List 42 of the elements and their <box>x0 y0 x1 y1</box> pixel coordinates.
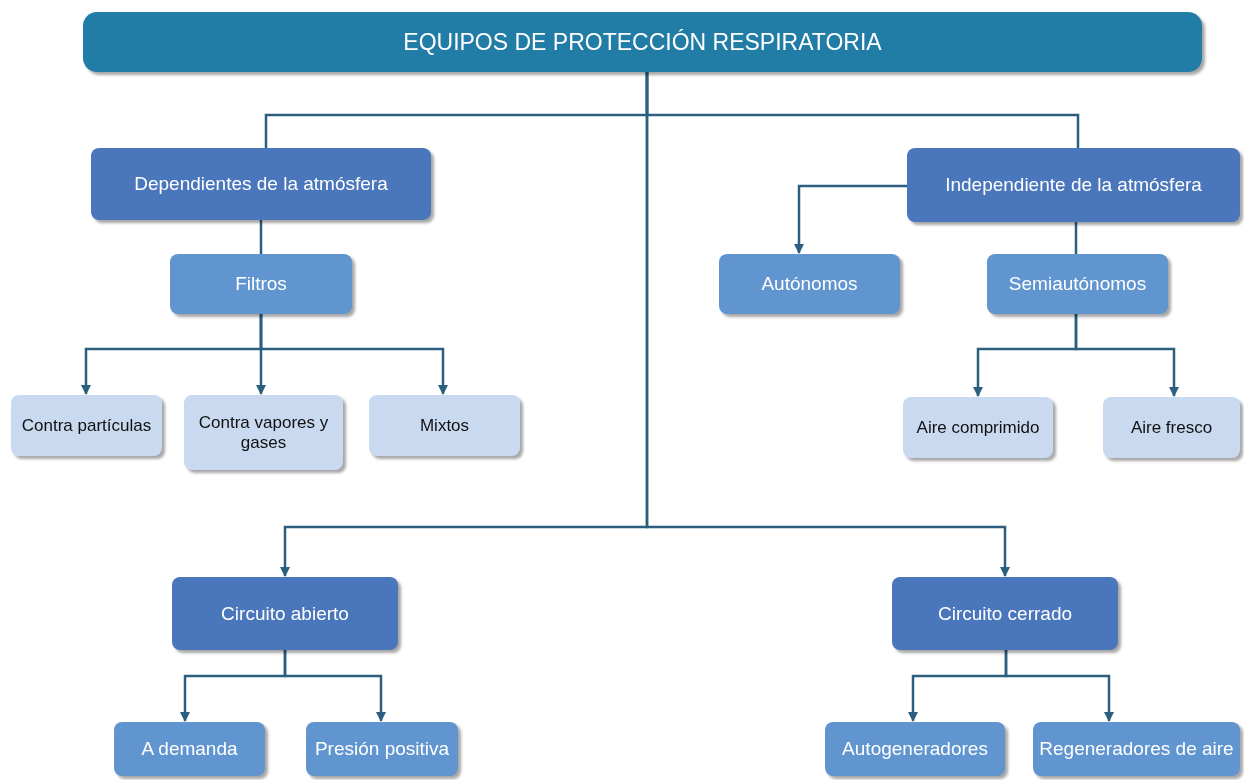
node-label: Circuito cerrado <box>937 602 1073 625</box>
node-label: Contra vapores y gases <box>197 412 330 453</box>
node-label: Semiautónomos <box>1008 273 1147 295</box>
subcategory-box <box>719 254 900 314</box>
node-label: Autónomos <box>761 273 858 295</box>
subcategory-box <box>114 722 265 776</box>
node-label: Independiente de la atmósfera <box>945 174 1202 196</box>
type-box <box>1103 397 1240 458</box>
arrow <box>794 184 907 254</box>
node-label: Presión positiva <box>314 738 450 760</box>
connector-line <box>259 220 263 254</box>
node-label: Filtros <box>235 273 287 295</box>
type-box <box>369 395 520 456</box>
category-box <box>91 148 431 220</box>
type-box <box>184 395 343 470</box>
node-label: Aire fresco <box>1130 417 1213 438</box>
arrow <box>259 314 448 395</box>
category-box <box>907 148 1240 222</box>
node-label: Aire comprimido <box>916 417 1040 438</box>
subcategory-box <box>987 254 1168 314</box>
subcategory-box <box>825 722 1005 776</box>
arrow <box>283 650 386 722</box>
node-label: Circuito abierto <box>221 602 349 625</box>
title-bar <box>83 12 1202 72</box>
arrow <box>1074 314 1179 397</box>
node-label: Mixtos <box>419 415 470 436</box>
node-label: Regeneradores de aire <box>1039 738 1234 760</box>
node-label: Autogeneradores <box>842 738 988 760</box>
subcategory-box <box>170 254 352 314</box>
node-label: Dependientes de la atmósfera <box>134 173 388 195</box>
category-box <box>892 577 1118 650</box>
node-label: Contra partículas <box>21 415 152 436</box>
category-box <box>172 577 398 650</box>
node-label: A demanda <box>141 738 238 760</box>
node-label: EQUIPOS DE PROTECCIÓN RESPIRATORIA <box>403 28 882 56</box>
arrow <box>645 72 1010 577</box>
type-box <box>11 395 162 456</box>
arrow <box>1004 650 1114 722</box>
type-box <box>903 397 1053 458</box>
connector-line <box>1074 222 1078 254</box>
subcategory-box <box>306 722 458 776</box>
subcategory-box <box>1033 722 1240 776</box>
